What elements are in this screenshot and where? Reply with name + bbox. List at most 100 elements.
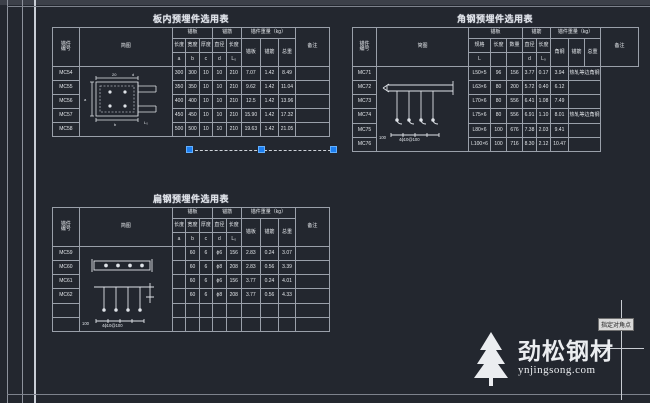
plate-embedded-parts-table[interactable]: 锚件 编号 简图 锚板 锚筋 锚件重量（kg） 备注 长度 宽度 厚度 直径 长… <box>52 27 331 137</box>
cell-d: 10 <box>212 108 227 123</box>
angle-figure-cell[interactable]: 100 4ϕ10@100 <box>376 66 469 152</box>
plate-figure-cell[interactable]: 20 d b L₀ a <box>78 66 173 137</box>
cell-wplate: 15.90 <box>241 108 261 123</box>
cell-L0: 210 <box>225 122 243 137</box>
table-row[interactable] <box>52 316 331 333</box>
cell-wplate: 3.77 <box>522 65 537 82</box>
cell-remark: 热轧等边角钢 <box>568 108 602 124</box>
angle-steel-drawing: 100 4ϕ10@100 <box>379 81 454 142</box>
selection-grip-left[interactable] <box>186 146 193 153</box>
angle-part-sub-label: 编号 <box>359 46 370 52</box>
sub-weight-total: 总重 <box>278 38 296 67</box>
cell-a: 450 <box>171 108 187 123</box>
cell-d <box>212 302 227 318</box>
cell-c: 6 <box>198 274 214 290</box>
crosshair-vertical <box>621 300 622 400</box>
cell-code: MC58 <box>52 122 80 137</box>
table-row[interactable]: MC76 L100×6 100 716 8.30 2.12 10.47 <box>352 136 639 153</box>
table-row[interactable]: MC61 60 6 ϕ6 156 3.77 0.24 4.01 <box>52 274 331 290</box>
flat-steel-drawing: 100 4ϕ10@100 <box>82 259 154 328</box>
col-weight-header: 锚件重量（kg） <box>241 27 296 39</box>
table-row[interactable]: MC74 L75×6 80 556 6.91 1.10 8.01 热轧等边角钢 <box>352 108 639 124</box>
table-row[interactable]: MC75 L80×6 100 676 7.38 2.03 9.41 <box>352 122 639 138</box>
cell-code: MC54 <box>52 66 80 81</box>
cell-wplate: 2.83 <box>241 260 261 276</box>
cell-wplate: 7.07 <box>241 66 261 81</box>
cell-a: 350 <box>171 80 187 95</box>
svg-text:L₀: L₀ <box>144 120 148 125</box>
sub-plate-thickness: 厚度 <box>198 38 214 53</box>
col-anchor-plate-header: 锚板 <box>171 207 214 219</box>
sub-bar-diameter: 直径 <box>212 218 227 233</box>
table-row[interactable] <box>52 302 331 318</box>
cell-spec: L50×5 <box>468 65 491 82</box>
cell-b: 450 <box>185 108 200 123</box>
flat-part-label: 锚件 <box>60 220 71 227</box>
sym-d: d <box>212 52 227 67</box>
svg-text:d: d <box>132 72 134 77</box>
svg-text:a: a <box>84 97 87 102</box>
flat-steel-parts-table-block[interactable]: 扁钢预埋件选用表 锚件 编号 简图 锚板 锚筋 锚件重量（kg） <box>52 192 331 333</box>
cell-remark <box>294 94 331 109</box>
table-row[interactable]: MC73 L70×6 80 556 6.41 1.08 7.49 <box>352 94 639 110</box>
flat-table-body[interactable]: MC59 <box>52 245 331 333</box>
table-row[interactable]: MC58 500 500 10 10 210 19.63 1.42 21.05 <box>52 122 331 137</box>
sym-L0: L₀ <box>225 52 243 67</box>
svg-text:100: 100 <box>379 135 387 140</box>
cell-L0: 210 <box>225 108 243 123</box>
sheet-border-line-3 <box>34 0 36 403</box>
cell-L0: 210 <box>225 66 243 81</box>
cell-c: 6 <box>198 260 214 276</box>
cell-d: 10 <box>212 66 227 81</box>
cell-c: 6 <box>198 288 214 304</box>
cell-wbar: 1.42 <box>259 66 280 81</box>
table-row[interactable]: MC54 <box>52 66 331 137</box>
cell-b: 350 <box>185 80 200 95</box>
cell-wbar: 1.10 <box>535 108 552 124</box>
cell-wbar: 0.17 <box>535 65 552 82</box>
cell-b <box>185 316 200 333</box>
selection-grip-right[interactable] <box>330 146 337 153</box>
cell-len: 80 <box>490 108 507 124</box>
svg-text:100: 100 <box>82 321 90 326</box>
sub-bar-length: 长度 <box>225 218 243 233</box>
cell-len: 100 <box>490 136 507 153</box>
table-row[interactable]: MC56 400 400 10 10 210 12.5 1.42 13.96 <box>52 94 331 109</box>
selection-grip-middle[interactable] <box>258 146 265 153</box>
dynamic-input-tooltip: 指定对角点 <box>598 318 635 331</box>
cell-code: MC55 <box>52 80 80 95</box>
table-row[interactable]: MC60 60 6 ϕ8 208 2.83 0.56 3.39 <box>52 260 331 276</box>
cell-spec: L100×6 <box>468 136 491 153</box>
cell-wplate: 9.62 <box>241 80 261 95</box>
table-row[interactable]: MC57 450 450 10 10 210 15.90 1.42 17.32 <box>52 108 331 123</box>
sheet-border-line-2 <box>22 0 23 403</box>
sym-L: L <box>468 52 491 67</box>
plate-table-body[interactable]: MC54 <box>52 66 331 137</box>
cell-d: ϕ6 <box>212 274 227 290</box>
cell-remark <box>294 260 331 276</box>
plate-embedded-parts-table-block[interactable]: 板内预埋件选用表 锚件 编号 简图 锚板 锚筋 锚件重量（kg） <box>52 12 331 137</box>
cell-code: MC57 <box>52 108 80 123</box>
cell-c <box>198 302 214 318</box>
cell-remark <box>294 288 331 304</box>
flat-steel-parts-table[interactable]: 锚件 编号 简图 锚板 锚筋 锚件重量（kg） 备注 长度 宽度 厚度 直径 长… <box>52 207 331 333</box>
cell-remark <box>294 274 331 290</box>
table-row[interactable]: MC62 60 6 ϕ8 208 3.77 0.56 4.33 <box>52 288 331 304</box>
cell-code: MC72 <box>352 80 377 96</box>
sym-c: c <box>198 52 214 67</box>
angle-steel-parts-table[interactable]: 锚件 编号 简图 锚板 锚筋 锚件重量（kg） 备注 规格 长度 数量 直径 长… <box>352 27 640 153</box>
angle-steel-parts-table-block[interactable]: 角钢预埋件选用表 锚件 编号 简图 锚板 锚筋 锚件重量（kg） <box>352 12 640 153</box>
cell-spec: L70×6 <box>468 94 491 110</box>
sym-c: c <box>198 232 214 247</box>
table-row[interactable]: MC71 <box>352 65 639 152</box>
angle-table-body[interactable]: MC71 <box>352 65 639 153</box>
svg-text:b: b <box>114 122 117 127</box>
table-row[interactable]: MC59 <box>52 245 331 332</box>
cell-L0: 156 <box>225 245 243 262</box>
crosshair-horizontal <box>600 348 644 349</box>
flat-figure-cell[interactable]: 100 4ϕ10@100 <box>78 246 173 332</box>
cell-c: 10 <box>198 108 214 123</box>
cell-remark <box>294 108 331 123</box>
window-top-edge <box>0 0 650 5</box>
